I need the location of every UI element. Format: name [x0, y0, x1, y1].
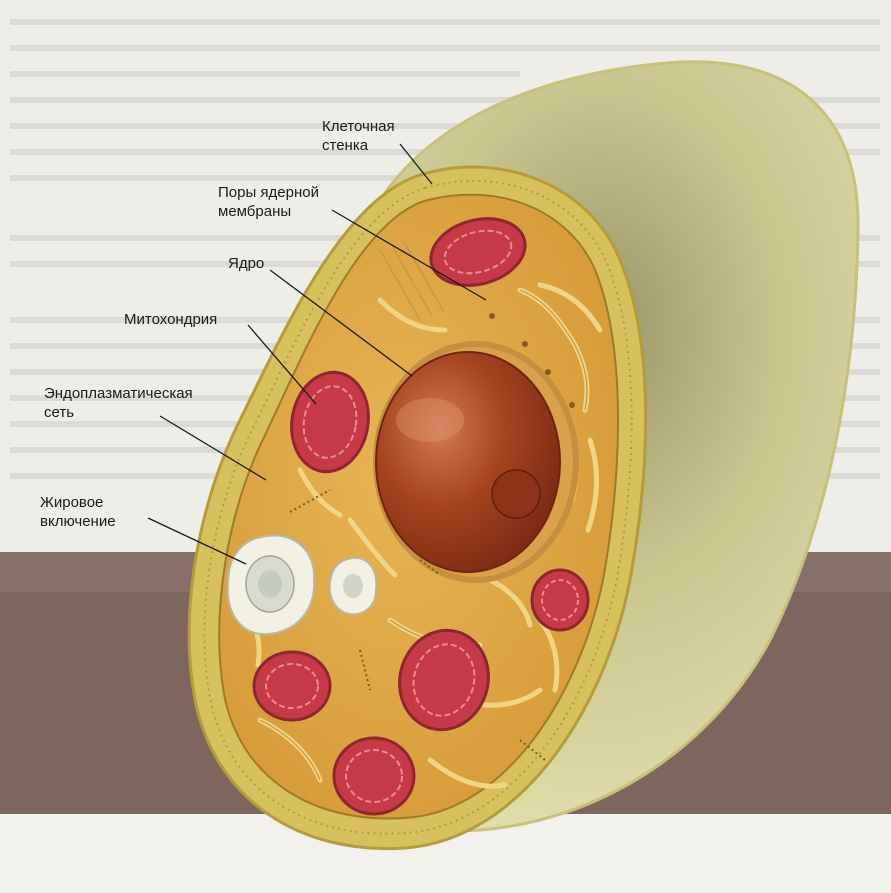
label-nucleus-text: Ядро [228, 255, 265, 272]
ribosomes [289, 489, 546, 761]
nucleus [375, 351, 561, 573]
label-cell-wall-line2: стенка [322, 137, 369, 154]
label-nuclear-pores: Поры ядерной мембраны [218, 183, 319, 221]
label-cell-wall-line1: Клеточная [322, 118, 395, 135]
mitochondrion [530, 568, 590, 632]
leader-line-cell-wall [399, 143, 433, 185]
leader-line-fat [147, 517, 247, 565]
leader-line-nucleus [269, 269, 413, 377]
label-cell-wall: Клеточная стенка [322, 117, 395, 155]
label-fat-line1: Жировое [40, 494, 104, 511]
leader-line-nuclear-pores [331, 209, 487, 301]
nuclear-pores [489, 313, 575, 408]
label-nuclear-pores-line2: мембраны [218, 203, 292, 220]
fat-inclusions [226, 534, 378, 636]
mitochondrion [398, 628, 490, 732]
label-mitochondrion-text: Митохондрия [124, 311, 218, 328]
mitochondrion [429, 217, 527, 287]
label-endoplasmic-reticulum: Эндоплазматическая сеть [44, 384, 193, 422]
mitochondria-group [252, 217, 590, 816]
leader-line-er [159, 415, 267, 481]
leader-line-mitochondrion [247, 324, 317, 405]
mitochondrion [252, 650, 332, 722]
label-fat-inclusion: Жировое включение [40, 493, 116, 531]
nucleolus [491, 469, 541, 519]
label-nuclear-pores-line1: Поры ядерной [218, 184, 319, 201]
leader-lines [147, 143, 487, 565]
label-er-line2: сеть [44, 404, 75, 421]
label-er-line1: Эндоплазматическая [44, 385, 193, 402]
label-mitochondrion: Митохондрия [124, 310, 217, 329]
label-nucleus: Ядро [228, 254, 264, 273]
label-fat-line2: включение [40, 513, 116, 530]
